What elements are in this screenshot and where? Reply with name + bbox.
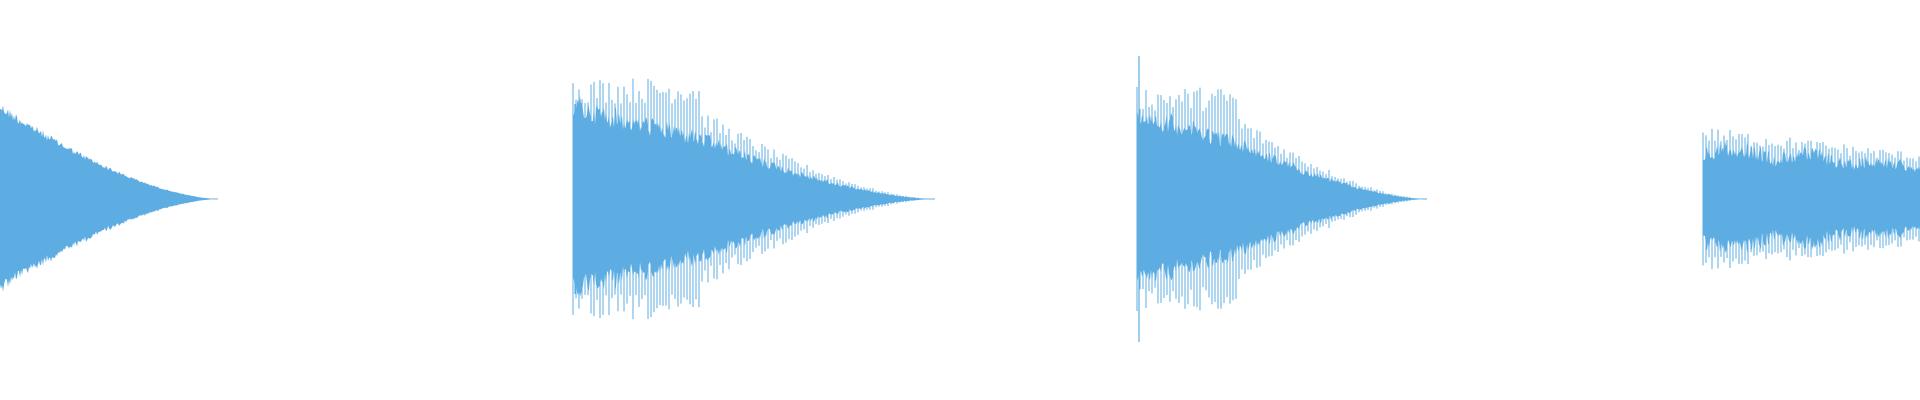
waveform-clip xyxy=(1702,128,1920,270)
waveform-clip xyxy=(1136,56,1427,342)
waveform-clip xyxy=(572,78,935,320)
waveform-clip xyxy=(0,105,218,292)
clips-layer xyxy=(0,56,1920,342)
